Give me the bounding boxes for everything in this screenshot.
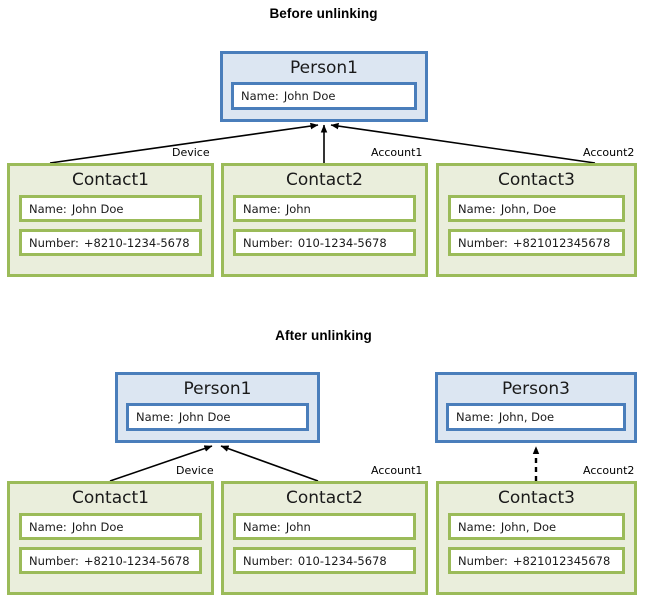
field-value: John Doe (71, 519, 124, 534)
field-name[interactable]: Name: John, Doe (448, 195, 625, 222)
field-name[interactable]: Name: John, Doe (446, 403, 626, 431)
node-after-person1[interactable]: Person1 Name: John Doe (115, 372, 320, 443)
field-value: John Doe (283, 89, 336, 103)
field-label: Name: (241, 89, 279, 103)
field-value: 010-1234-5678 (297, 235, 387, 250)
node-after-contact3[interactable]: Contact3 Name: John, Doe Number: +821012… (436, 481, 637, 595)
field-label: Name: (243, 201, 281, 216)
node-title: Contact1 (72, 488, 149, 508)
field-name[interactable]: Name: John Doe (19, 513, 202, 540)
node-title: Contact2 (286, 488, 363, 508)
node-before-contact3[interactable]: Contact3 Name: John, Doe Number: +821012… (436, 163, 637, 277)
field-label: Name: (458, 519, 496, 534)
field-value: John Doe (71, 201, 124, 216)
edge-after-contact2-person1 (220, 445, 319, 482)
field-label: Number: (243, 553, 293, 568)
field-number[interactable]: Number: +8210-1234-5678 (19, 229, 202, 256)
node-title: Person3 (502, 379, 570, 399)
field-value: John, Doe (498, 410, 555, 424)
field-label: Name: (29, 201, 67, 216)
field-value: John (285, 201, 311, 216)
field-value: John, Doe (500, 519, 557, 534)
field-value: +821012345678 (512, 235, 611, 250)
edge-label-after-account1: Account1 (371, 464, 423, 477)
field-number[interactable]: Number: +821012345678 (448, 547, 625, 574)
edge-label-before-account2: Account2 (583, 146, 635, 159)
section-title-after: After unlinking (275, 328, 372, 343)
node-before-contact2[interactable]: Contact2 Name: John Number: 010-1234-567… (221, 163, 428, 277)
edge-label-before-account1: Account1 (371, 146, 423, 159)
field-value: 010-1234-5678 (297, 553, 387, 568)
node-after-person3[interactable]: Person3 Name: John, Doe (435, 372, 637, 443)
field-value: +8210-1234-5678 (83, 235, 190, 250)
field-name[interactable]: Name: John, Doe (448, 513, 625, 540)
field-number[interactable]: Number: +821012345678 (448, 229, 625, 256)
field-name[interactable]: Name: John Doe (231, 82, 417, 110)
field-label: Name: (456, 410, 494, 424)
field-value: John (285, 519, 311, 534)
field-label: Number: (458, 553, 508, 568)
node-after-contact2[interactable]: Contact2 Name: John Number: 010-1234-567… (221, 481, 428, 595)
field-label: Name: (136, 410, 174, 424)
node-before-contact1[interactable]: Contact1 Name: John Doe Number: +8210-12… (7, 163, 214, 277)
field-value: John Doe (178, 410, 231, 424)
field-number[interactable]: Number: 010-1234-5678 (233, 547, 416, 574)
field-label: Number: (29, 553, 79, 568)
node-title: Contact2 (286, 170, 363, 190)
field-value: +8210-1234-5678 (83, 553, 190, 568)
field-label: Name: (243, 519, 281, 534)
field-label: Name: (29, 519, 67, 534)
field-number[interactable]: Number: 010-1234-5678 (233, 229, 416, 256)
edge-label-after-device: Device (176, 464, 214, 477)
node-title: Person1 (290, 58, 358, 78)
node-title: Contact3 (498, 170, 575, 190)
field-label: Number: (243, 235, 293, 250)
field-value: John, Doe (500, 201, 557, 216)
node-title: Person1 (183, 379, 252, 399)
section-title-before: Before unlinking (269, 6, 378, 21)
field-value: +821012345678 (512, 553, 611, 568)
node-before-person1[interactable]: Person1 Name: John Doe (220, 51, 428, 122)
edge-label-after-account2: Account2 (583, 464, 635, 477)
field-number[interactable]: Number: +8210-1234-5678 (19, 547, 202, 574)
edge-label-before-device: Device (172, 146, 210, 159)
node-title: Contact1 (72, 170, 149, 190)
node-title: Contact3 (498, 488, 575, 508)
field-name[interactable]: Name: John Doe (126, 403, 309, 431)
field-name[interactable]: Name: John (233, 195, 416, 222)
field-label: Name: (458, 201, 496, 216)
field-label: Number: (458, 235, 508, 250)
field-name[interactable]: Name: John Doe (19, 195, 202, 222)
field-label: Number: (29, 235, 79, 250)
field-name[interactable]: Name: John (233, 513, 416, 540)
node-after-contact1[interactable]: Contact1 Name: John Doe Number: +8210-12… (7, 481, 214, 595)
